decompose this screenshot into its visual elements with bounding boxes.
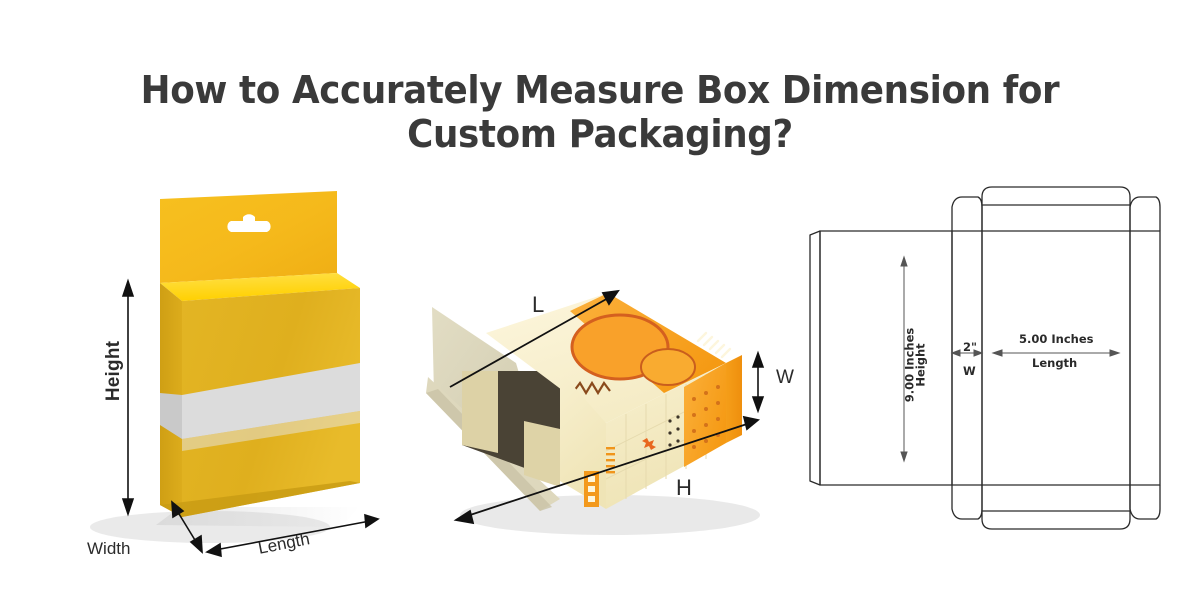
box-right-side-face bbox=[726, 355, 742, 443]
bottom-flap-width-right bbox=[1129, 485, 1161, 520]
dieline-length-arrow bbox=[991, 349, 1121, 357]
interior-tuck-right bbox=[524, 421, 560, 487]
W-dimension-arrow bbox=[751, 350, 765, 414]
figure-hanging-tab-box bbox=[60, 175, 400, 565]
box-front-band-lower bbox=[182, 411, 360, 451]
dieline-height-arrow bbox=[900, 255, 908, 463]
barcode-ticks-graphic bbox=[606, 447, 615, 474]
glue-flap-left bbox=[809, 230, 821, 486]
L-dimension-arrow bbox=[449, 289, 620, 388]
cross-star-icon bbox=[642, 438, 656, 450]
length-dimension-arrow bbox=[205, 513, 380, 558]
page-title: How to Accurately Measure Box Dimension … bbox=[0, 68, 1200, 156]
stripes-graphic bbox=[696, 331, 732, 359]
panel-length-main bbox=[981, 230, 1131, 486]
figure-dieline-template bbox=[800, 185, 1190, 545]
bottom-flap-length bbox=[981, 485, 1131, 530]
top-flap-width-middle bbox=[951, 196, 983, 231]
box-top-face bbox=[160, 273, 360, 301]
page-title-line-2: Custom Packaging? bbox=[407, 112, 793, 156]
box-front-band bbox=[182, 363, 360, 439]
zigzag-graphic bbox=[573, 380, 611, 396]
small-circle-graphic bbox=[640, 348, 696, 386]
width-dimension-arrow bbox=[171, 500, 203, 554]
bottom-flap-width-middle bbox=[951, 485, 983, 520]
dots-graphic bbox=[692, 385, 720, 449]
top-flap-width-right bbox=[1129, 196, 1161, 231]
interior-tuck-left bbox=[462, 371, 498, 453]
hang-hole-icon bbox=[227, 214, 271, 232]
panel-width-right bbox=[1129, 230, 1161, 486]
H-dimension-arrow bbox=[453, 415, 761, 525]
box-side-band bbox=[160, 393, 182, 439]
panel-width-middle bbox=[951, 230, 983, 486]
panel-height-main bbox=[819, 230, 953, 486]
box-bottom-edge bbox=[160, 481, 360, 517]
dieline-outline bbox=[809, 186, 1161, 530]
hanging-tab-panel bbox=[160, 191, 337, 283]
page-title-line-1: How to Accurately Measure Box Dimension … bbox=[140, 68, 1060, 112]
dieline-width-arrow bbox=[950, 349, 984, 357]
height-dimension-arrow bbox=[121, 278, 135, 517]
dot-triad-graphic bbox=[668, 415, 680, 447]
icon-panel-graphic bbox=[584, 471, 599, 507]
top-flap-length bbox=[981, 186, 1131, 231]
figure-open-flap-box bbox=[420, 275, 800, 550]
